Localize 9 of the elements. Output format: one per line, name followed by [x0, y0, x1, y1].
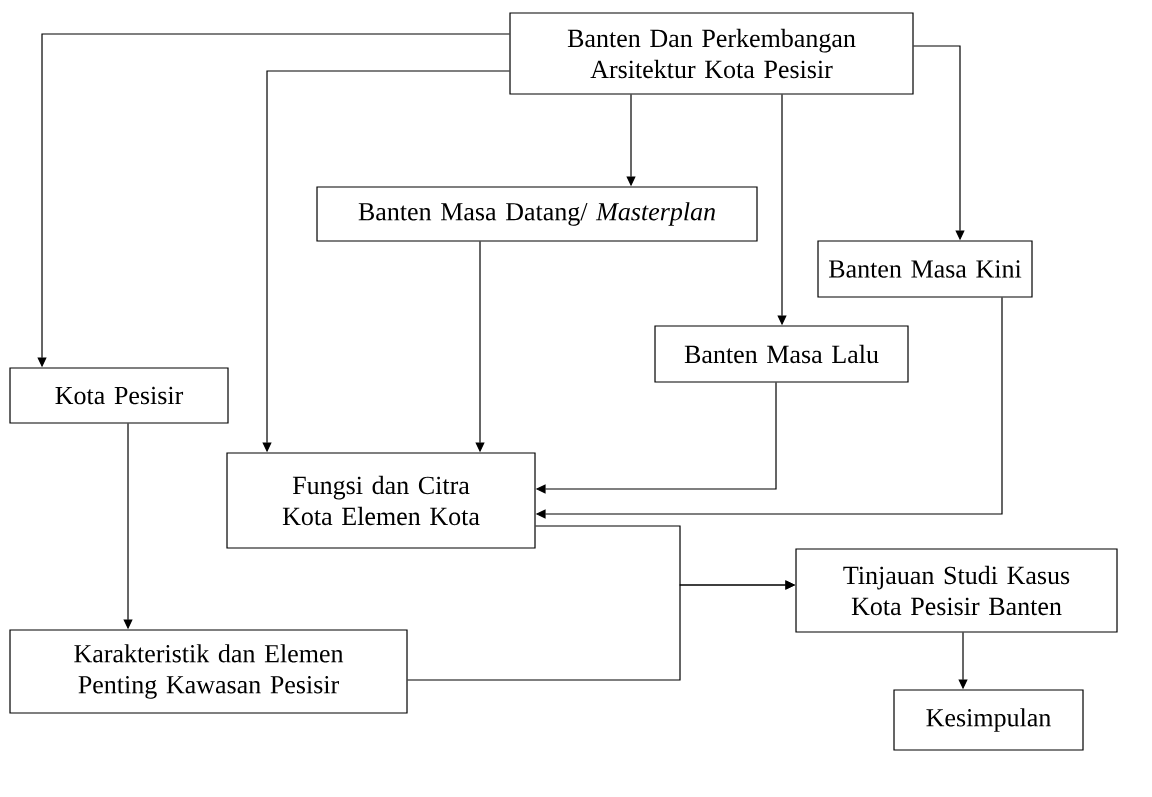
process-box: Banten Dan Perkembangan Arsitektur Kota Pesisir	[509, 12, 914, 95]
process-box: Karakteristik dan Elemen Penting Kawasan Pesisir	[9, 629, 408, 714]
process-box: Banten Masa Kini	[817, 240, 1033, 298]
process-box: Kota Pesisir	[9, 367, 229, 424]
process-box: Fungsi dan Citra Kota Elemen Kota	[226, 452, 536, 549]
process-box: Tinjauan Studi Kasus Kota Pesisir Banten	[795, 548, 1118, 633]
process-box: Kesimpulan	[893, 689, 1084, 751]
process-box: Banten Masa Datang/ Masterplan	[316, 186, 758, 242]
process-box: Banten Masa Lalu	[654, 325, 909, 383]
